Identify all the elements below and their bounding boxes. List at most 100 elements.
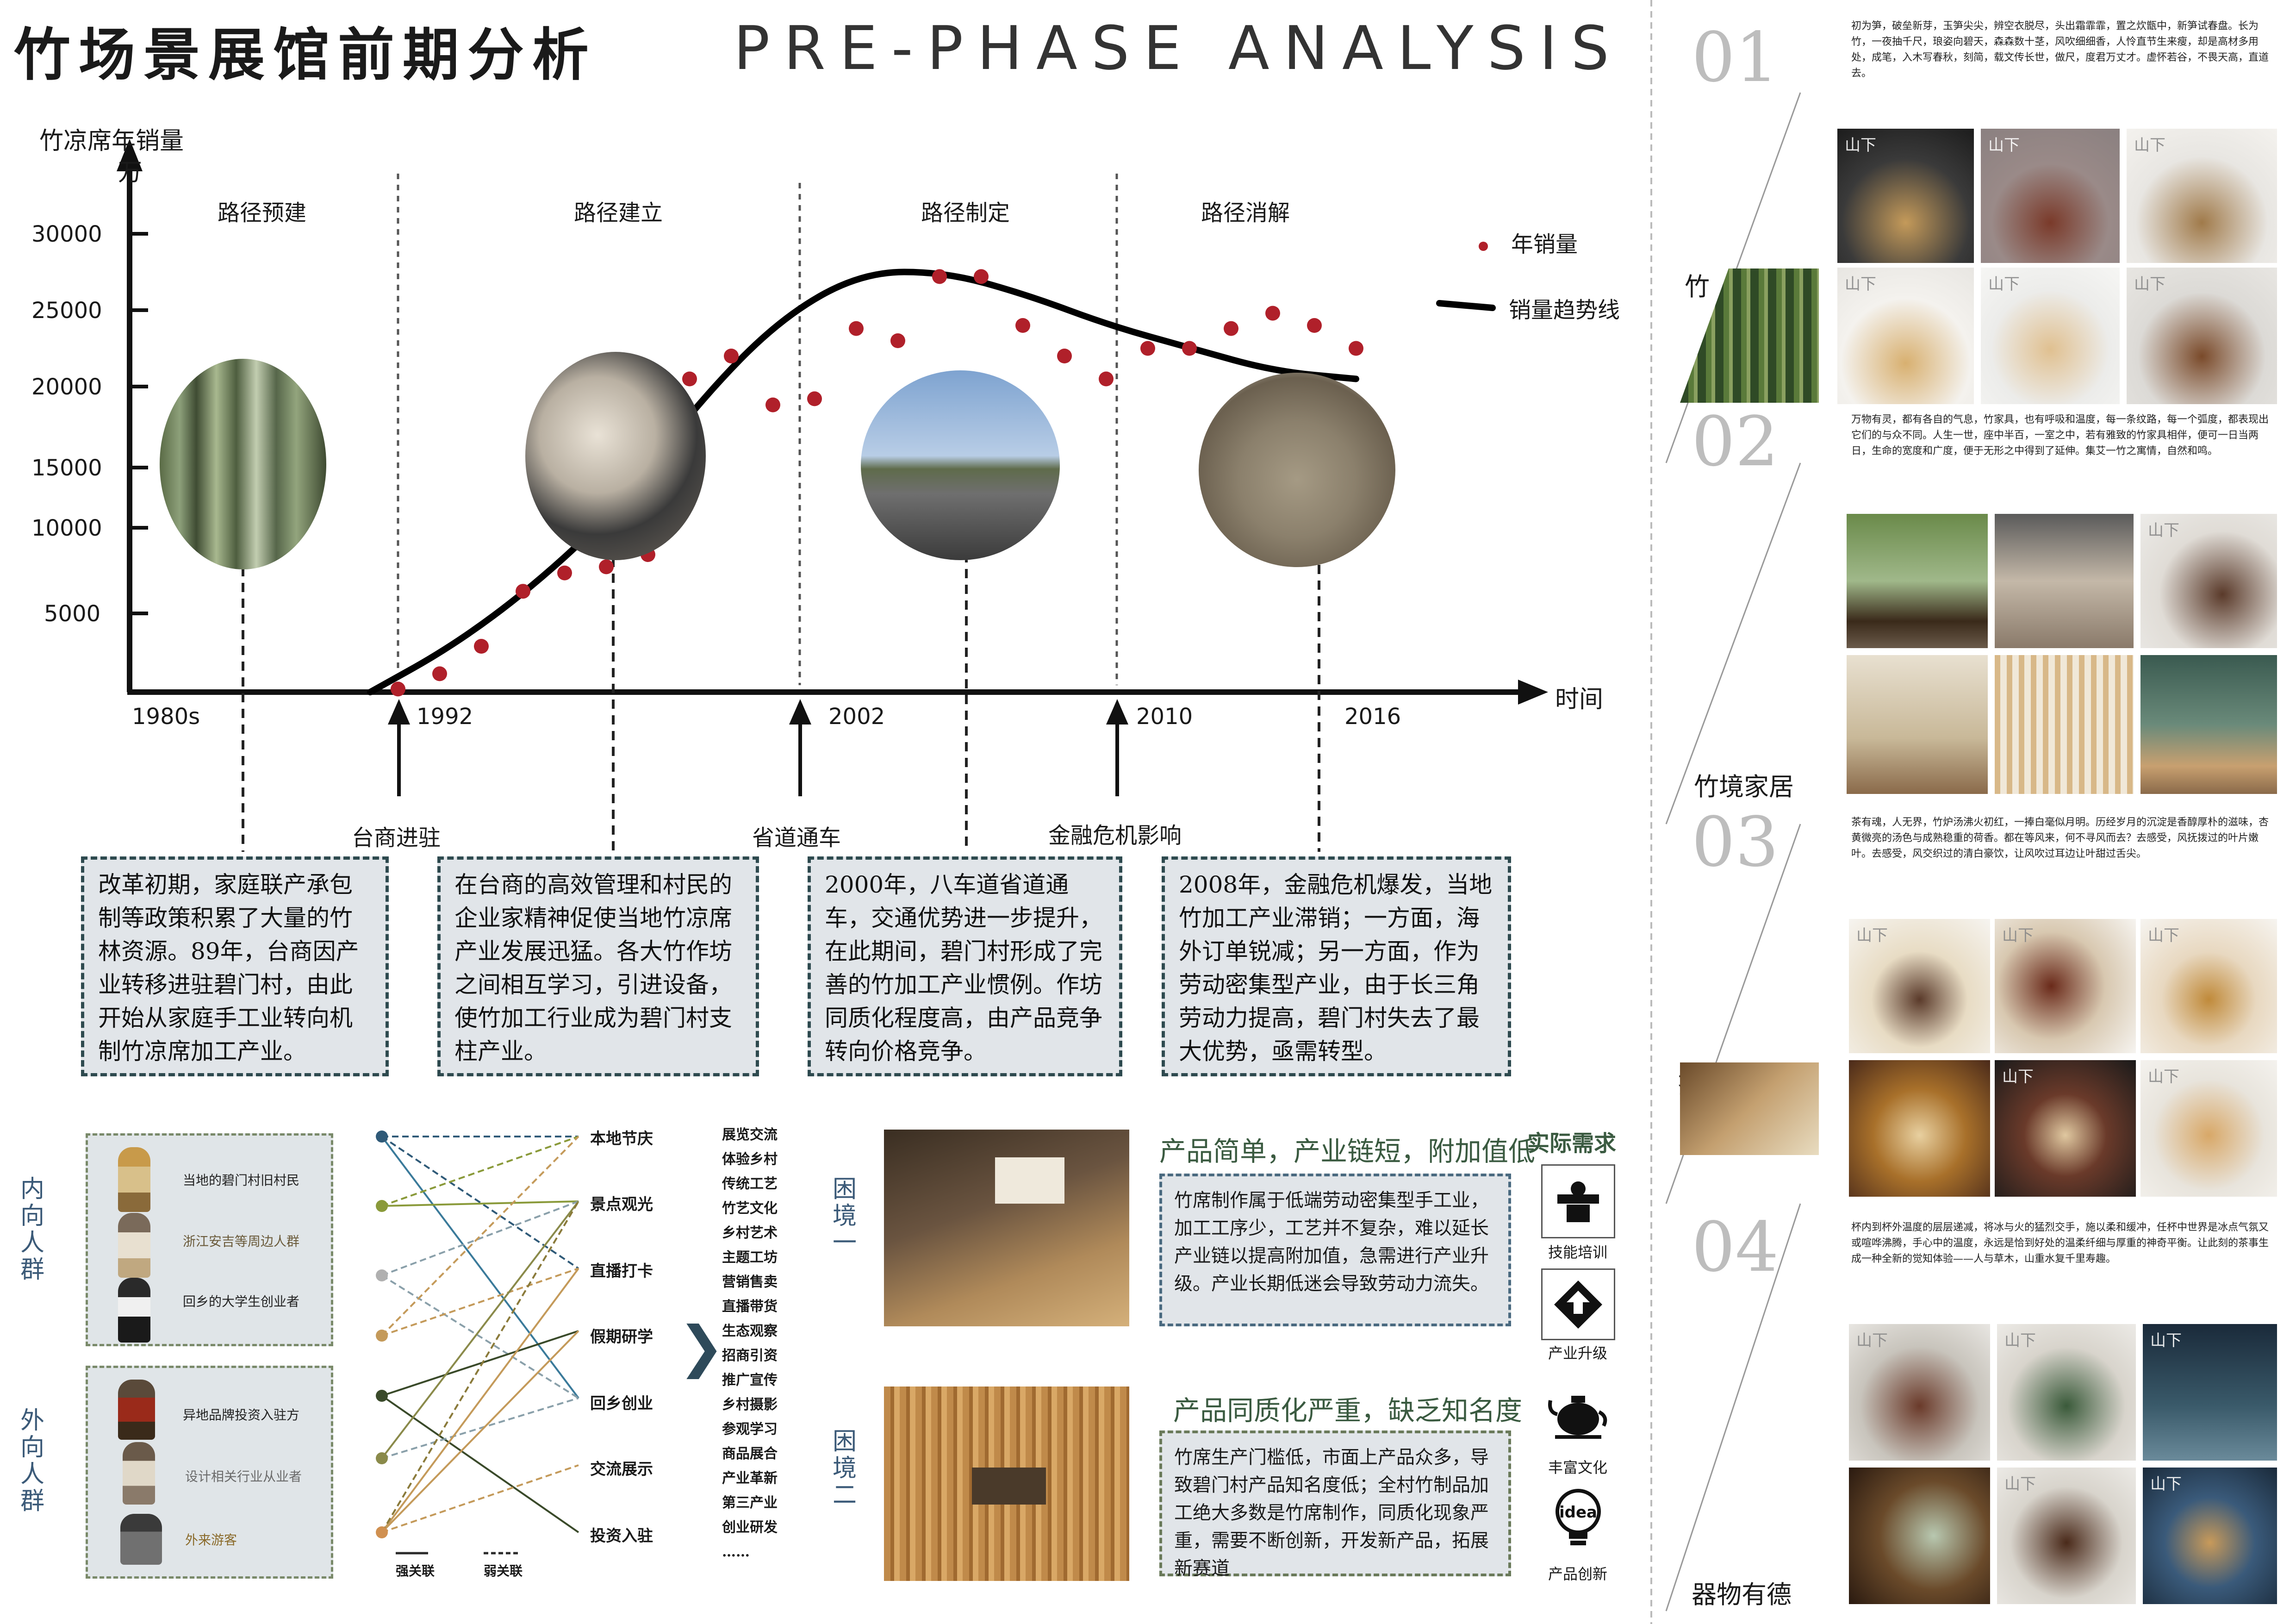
section-label: 竹	[1685, 272, 1710, 301]
data-point	[474, 639, 489, 654]
output-item: 乡村艺术	[722, 1225, 778, 1241]
inner-group-item: 回乡的大学生创业者	[183, 1294, 300, 1309]
need-node: 直播打卡	[590, 1262, 653, 1280]
output-item: 传统工艺	[722, 1176, 778, 1192]
upgrade-icon	[1541, 1268, 1615, 1340]
photo-tag: 山下	[2148, 521, 2179, 540]
photo-tag: 山下	[1845, 136, 1876, 155]
legend-line-marker	[1436, 300, 1496, 311]
data-point	[807, 391, 822, 406]
era-label: 路径消解	[1201, 200, 1290, 226]
photo-tag: 山下	[2150, 1475, 2182, 1493]
furniture-photo: 山下	[2140, 514, 2277, 648]
bamboo-mats-photo	[1199, 373, 1395, 567]
product-note	[972, 1468, 1046, 1505]
x-tick-label: 2010	[1136, 704, 1193, 730]
tea-photo: 山下	[1995, 919, 2136, 1053]
inner-group-item: 当地的碧门村旧村民	[183, 1173, 300, 1188]
legend-points-label: 年销量	[1511, 231, 1578, 257]
photo-tag: 山下	[2002, 926, 2034, 945]
tea-photo: 山下	[1849, 919, 1990, 1053]
product-photo: 山下	[1837, 268, 1974, 404]
data-point	[1099, 371, 1114, 387]
data-point	[974, 269, 989, 284]
output-item: 竹艺文化	[722, 1200, 778, 1217]
x-tick-label: 2016	[1344, 704, 1401, 730]
group-nodes	[376, 1131, 388, 1538]
tea-accent-image	[1680, 1062, 1819, 1155]
x-axis-label: 时间	[1555, 686, 1604, 713]
product-photo: 山下	[1981, 268, 2120, 404]
section-paragraph: 茶有魂，人无界，竹炉汤沸火初红，一捧白毫似月明。历经岁月的沉淀是香醇厚朴的滋味，…	[1851, 817, 2269, 860]
data-point	[599, 559, 614, 575]
section-label: 竹境家居	[1694, 772, 1794, 801]
data-point	[1349, 341, 1363, 356]
ware-photo: 山下	[2143, 1468, 2277, 1604]
output-item: 参观学习	[722, 1421, 778, 1437]
output-item: 乡村摄影	[722, 1397, 778, 1413]
data-point	[932, 269, 947, 284]
section-label: 器物有德	[1692, 1580, 1792, 1609]
photo-tag: 山下	[2004, 1331, 2036, 1350]
output-item: 招商引资	[722, 1348, 778, 1364]
section-paragraph: 杯内到杯外温度的层层递减，将冰与火的猛烈交手，施以柔和缓冲，任杯中世界是冰点气氛…	[1851, 1222, 2269, 1265]
section-paragraph: 初为笋，破垒新芽，玉笋尖尖，辨空衣脱尽，头出霜霏霏，置之炊甑中，新笋试春盘。长为…	[1851, 20, 2269, 79]
section-number: 03	[1692, 802, 1779, 882]
data-point	[890, 333, 905, 348]
outer-group-item: 设计相关行业从业者	[185, 1469, 302, 1484]
inner-group-title: 内向人群	[20, 1175, 44, 1284]
ware-photo	[1849, 1468, 1990, 1604]
data-point	[1307, 318, 1322, 333]
dilemma-title: 产品同质化严重，缺乏知名度	[1173, 1395, 1523, 1426]
teacher-icon	[1541, 1164, 1615, 1238]
data-points	[391, 269, 1363, 697]
bamboo-mat-products-photo	[884, 1387, 1129, 1581]
data-point	[1224, 321, 1238, 336]
y-axis-arrow	[117, 139, 143, 171]
dilemma-text: 竹席生产门槛低，市面上产品众多，导致碧门村产品知名度低；全村竹制品加工绝大多数是…	[1159, 1430, 1511, 1579]
output-item: 体验乡村	[722, 1151, 778, 1168]
needs-panel-title: 实际需求	[1527, 1131, 1617, 1156]
chevron-right-icon: ❯	[678, 1315, 725, 1379]
timeline-text-2002: 2000年，八车道省道通车，交通优势进一步提升，在此期间，碧门村形成了完善的竹加…	[808, 856, 1122, 1076]
legend-line-label: 销量趋势线	[1509, 297, 1620, 323]
data-point	[516, 584, 530, 599]
photo-tag: 山下	[2148, 1068, 2179, 1086]
data-point	[1140, 341, 1155, 356]
person-figure-3	[118, 1278, 150, 1343]
output-item: 商品展合	[722, 1446, 778, 1462]
data-point	[557, 565, 572, 581]
y-tick-label: 15000	[31, 455, 102, 481]
y-axis-label: 竹凉席年销量	[39, 127, 184, 155]
section-number: 04	[1692, 1207, 1779, 1287]
strong-link-legend: 强关联	[396, 1563, 435, 1579]
y-axis-unit: 万	[118, 159, 143, 187]
need-label: 技能培训	[1548, 1243, 1608, 1261]
output-item: ……	[722, 1544, 750, 1560]
weak-link-legend: 弱关联	[484, 1563, 523, 1579]
output-item: 推广宣传	[722, 1372, 778, 1388]
output-item: 直播带货	[722, 1299, 778, 1315]
y-tick-label: 5000	[44, 601, 101, 627]
x-tick-label: 1992	[417, 704, 473, 730]
product-photo: 山下	[1837, 129, 1974, 263]
ware-photo: 山下	[1997, 1468, 2136, 1604]
x-tick-label: 2002	[828, 704, 885, 730]
page-title: 竹场景展馆前期分析	[14, 22, 597, 88]
person-figure-1	[118, 1147, 150, 1212]
section-number: 02	[1692, 402, 1779, 481]
circle-leader-lines	[242, 553, 1320, 852]
ware-photo: 山下	[1849, 1324, 1990, 1461]
ware-photo: 山下	[2143, 1324, 2277, 1461]
event-label: 台商进驻	[352, 825, 441, 851]
era-label: 路径预建	[218, 200, 307, 226]
furniture-photo	[1995, 514, 2134, 648]
sales-chart	[117, 139, 1548, 852]
output-item: 第三产业	[722, 1495, 778, 1511]
data-point	[432, 666, 447, 681]
timeline-text-2010: 2008年，金融危机爆发，当地竹加工产业滞销；一方面，海外订单锐减；另一方面，作…	[1162, 856, 1511, 1076]
product-photo: 山下	[2127, 129, 2277, 263]
need-node: 假期研学	[590, 1328, 653, 1346]
data-point	[724, 349, 739, 363]
need-label: 产业升级	[1548, 1344, 1608, 1362]
